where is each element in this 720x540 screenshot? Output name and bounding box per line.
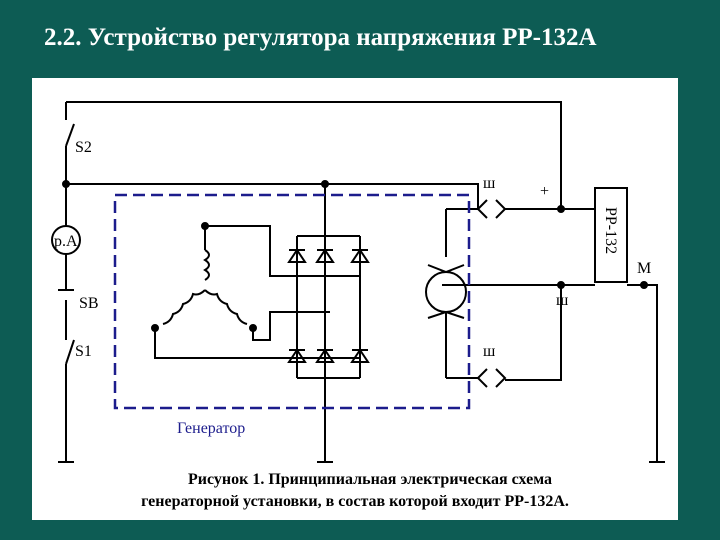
switch-s2	[65, 123, 75, 147]
label-ammeter: р.А	[54, 233, 78, 250]
diode-bottom-2	[315, 348, 335, 363]
label-sh-top: ш	[483, 175, 496, 192]
diode-top-2	[315, 248, 335, 263]
wire-stator-left	[154, 328, 360, 359]
caption-line-2: генераторной установки, в состав которой…	[141, 493, 569, 510]
wire-stator-top	[204, 225, 360, 277]
label-regulator: РР-132	[602, 207, 619, 254]
label-s2: S2	[75, 139, 92, 156]
label-sh-right: ш	[556, 292, 569, 309]
connector-sh-bottom-right	[495, 368, 507, 388]
node-stator-left	[151, 324, 159, 332]
node-stator-top	[201, 222, 209, 230]
stator-coil-vertical	[203, 249, 210, 281]
label-generator: Генератор	[177, 420, 245, 437]
wire-reg-to-m	[627, 284, 658, 462]
node-m	[640, 281, 648, 289]
connector-sh-top	[446, 199, 488, 219]
switch-s1	[65, 339, 75, 365]
node-plus	[557, 205, 565, 213]
wire-stator-right	[252, 311, 330, 341]
connector-sh-bottom	[446, 368, 488, 388]
label-m: М	[637, 260, 651, 277]
stator-coil-left	[162, 289, 206, 325]
diode-top-1	[287, 248, 307, 263]
brush-bottom	[427, 310, 465, 319]
diode-top-3	[350, 248, 370, 263]
wire-left-bus	[66, 183, 479, 209]
wire-sh-right-down	[505, 285, 562, 381]
label-s1: S1	[75, 343, 92, 360]
generator-boundary	[113, 193, 471, 410]
caption-line-1: Рисунок 1. Принципиальная электрическая …	[188, 471, 552, 488]
diode-bottom-1	[287, 348, 307, 363]
diode-bottom-3	[350, 348, 370, 363]
label-sb: SB	[79, 295, 99, 312]
connector-sh-top-right	[495, 199, 507, 219]
rotor-symbol	[425, 271, 467, 313]
label-sh-bottom: ш	[483, 343, 496, 360]
wire-top-loop	[66, 101, 562, 209]
label-plus: +	[540, 183, 549, 200]
slide-title: 2.2. Устройство регулятора напряжения РР…	[44, 24, 597, 51]
diagram-panel	[32, 78, 678, 520]
node-stator-right	[249, 324, 257, 332]
regulator-box	[594, 187, 628, 283]
stator-coil-right	[204, 289, 248, 325]
brush-top	[427, 264, 465, 274]
